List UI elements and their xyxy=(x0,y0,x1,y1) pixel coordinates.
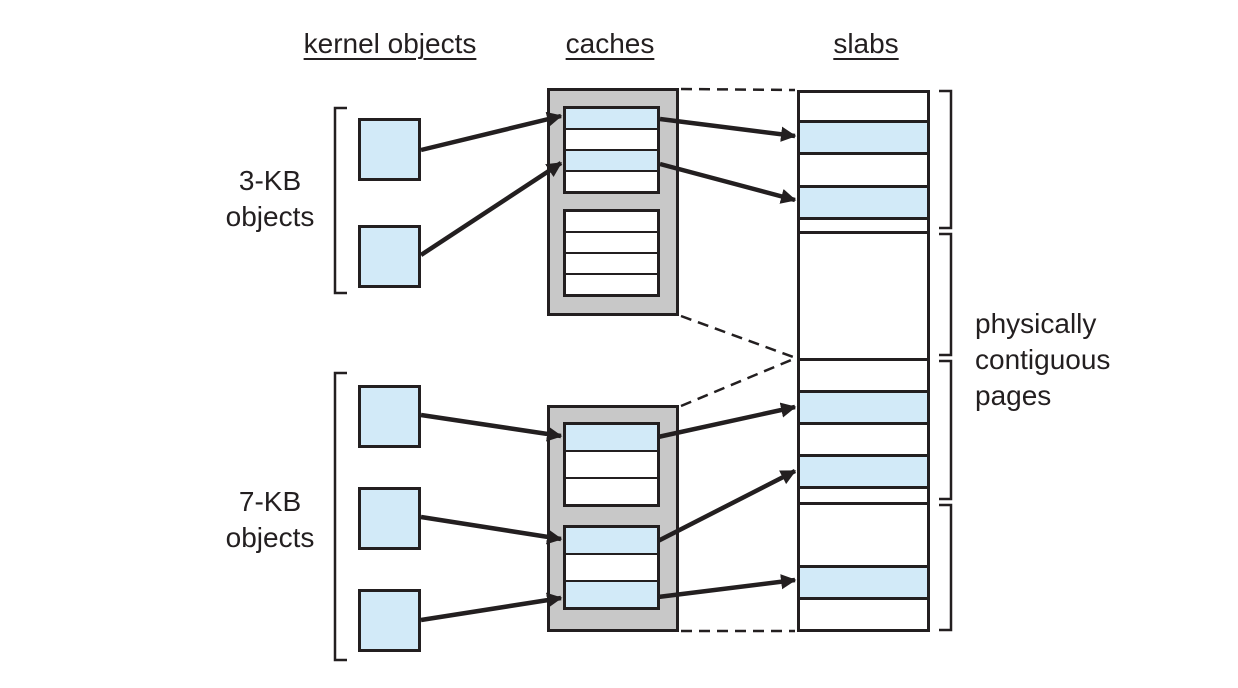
slab-bracket-4 xyxy=(939,503,953,632)
cache-row xyxy=(566,553,657,580)
label-physically-contiguous-pages: physically contiguous pages xyxy=(975,306,1110,414)
dashed-connector-mid-lower xyxy=(680,356,797,408)
cache-row xyxy=(566,149,657,170)
cache-row-group xyxy=(563,106,660,194)
label-3kb-objects: 3-KB objects xyxy=(190,163,350,235)
slab-band xyxy=(800,217,927,231)
slab-band xyxy=(800,597,927,629)
label-7kb-objects: 7-KB objects xyxy=(190,484,350,556)
arrow-cache1-row1-to-slab-band-2 xyxy=(659,116,797,142)
right-label-line2: contiguous xyxy=(975,344,1111,375)
arrow-cache1-row3-to-slab-band-4 xyxy=(659,161,797,204)
cache-row xyxy=(566,128,657,149)
slab-band xyxy=(800,422,927,454)
slab-band xyxy=(800,185,927,217)
arrow-object-1-to-cache1-row1 xyxy=(420,111,563,153)
cache-row xyxy=(566,231,657,252)
dashed-connector-top xyxy=(680,87,796,92)
arrow-object-4-to-cache2-row4 xyxy=(420,514,563,545)
slab-band xyxy=(800,565,927,597)
cache-row xyxy=(566,273,657,294)
header-kernel-objects: kernel objects xyxy=(303,28,477,59)
right-label-line3: pages xyxy=(975,380,1052,411)
slab-band xyxy=(800,93,927,120)
header-caches: caches xyxy=(565,28,655,59)
label-3kb-line2: objects xyxy=(225,201,315,232)
cache-row-group xyxy=(563,209,660,297)
kernel-object-square xyxy=(358,118,421,181)
arrow-object-5-to-cache2-row6 xyxy=(420,592,563,623)
cache-row xyxy=(566,528,657,553)
slab-band xyxy=(800,502,927,565)
cache-row xyxy=(566,252,657,273)
cache-row xyxy=(566,425,657,450)
kernel-object-square xyxy=(358,589,421,652)
cache-row xyxy=(566,580,657,607)
label-7kb-line1: 7-KB xyxy=(238,486,302,517)
cache-row xyxy=(566,212,657,231)
kernel-object-square xyxy=(358,487,421,550)
cache-row-group xyxy=(563,525,660,610)
kernel-object-square xyxy=(358,225,421,288)
cache-row xyxy=(566,170,657,191)
arrow-object-3-to-cache2-row1 xyxy=(420,412,563,442)
kernel-object-square xyxy=(358,385,421,448)
slab-band xyxy=(800,486,927,502)
label-3kb-line1: 3-KB xyxy=(238,165,302,196)
slab-bracket-2 xyxy=(939,232,953,357)
slab-band xyxy=(800,152,927,185)
cache-row xyxy=(566,109,657,128)
right-label-line1: physically xyxy=(975,308,1097,339)
slab-bracket-3 xyxy=(939,359,953,501)
slab-band xyxy=(800,358,927,390)
slab-band xyxy=(800,390,927,422)
dashed-connector-mid-upper xyxy=(680,314,797,360)
slab-bracket-1 xyxy=(939,89,953,230)
cache-row-group xyxy=(563,422,660,507)
cache-row xyxy=(566,477,657,504)
slab-band xyxy=(800,120,927,152)
cache-row xyxy=(566,450,657,477)
slab-band xyxy=(800,231,927,358)
header-slabs: slabs xyxy=(833,28,899,59)
slab-band xyxy=(800,454,927,486)
label-7kb-line2: objects xyxy=(225,522,315,553)
arrow-object-2-to-cache1-row3 xyxy=(419,161,563,257)
